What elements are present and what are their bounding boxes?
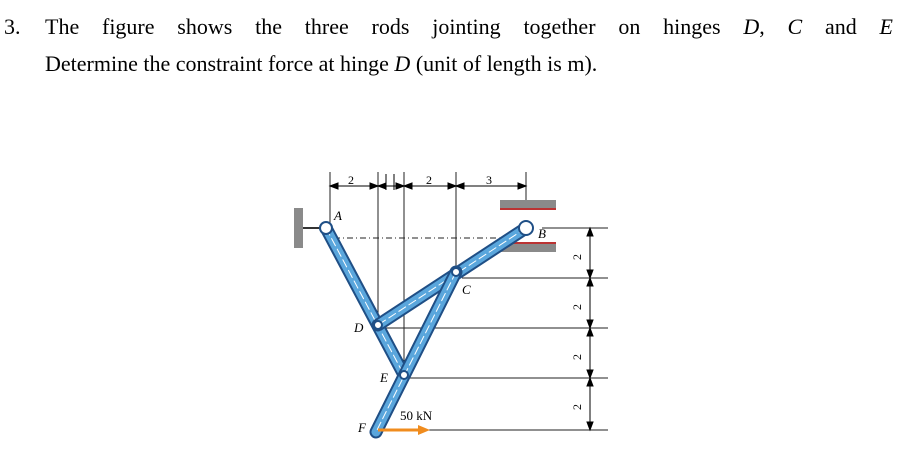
label-e: E [379, 370, 388, 385]
dim-top-2: 2 [426, 173, 432, 187]
dim-right-2: 2 [570, 304, 584, 310]
label-f: F [357, 420, 367, 435]
load-label: 50 kN [400, 408, 433, 423]
hinge-d-ref-2: D [394, 51, 411, 76]
dim-top-1: 2 [348, 173, 354, 187]
dim-right-1: 2 [570, 254, 584, 260]
hinge-c-ref: C [787, 14, 803, 39]
slider-support-b [500, 200, 556, 252]
dim-top-3: 3 [486, 173, 492, 187]
rods [319, 221, 533, 439]
reference-lines [329, 172, 608, 431]
hinges [319, 220, 534, 380]
label-d: D [353, 320, 364, 335]
sep-1: , [759, 14, 788, 39]
line1-text: The figure shows the three rods jointing… [45, 14, 744, 39]
rod-hinge-diagram: 2 2 3 2 2 2 2 [294, 172, 608, 439]
top-dimension [328, 174, 528, 190]
problem-line-1: The figure shows the three rods jointing… [45, 10, 893, 43]
label-a: A [333, 208, 342, 223]
label-c: C [462, 282, 471, 297]
right-dimension [586, 226, 594, 432]
line2-text: Determine the constraint force at hinge [45, 51, 395, 76]
dim-right-3: 2 [570, 354, 584, 360]
hinge-d-ref: D [743, 14, 760, 39]
label-b: B [538, 226, 546, 241]
problem-number: 3. [4, 14, 21, 39]
line2-suffix: (unit of length is m). [410, 51, 598, 76]
load-arrow [378, 425, 430, 435]
hinge-e-ref: E [879, 14, 893, 39]
sep-2: and [802, 14, 880, 39]
problem-line-2: Determine the constraint force at hinge … [45, 47, 597, 80]
dim-right-4: 2 [570, 404, 584, 410]
